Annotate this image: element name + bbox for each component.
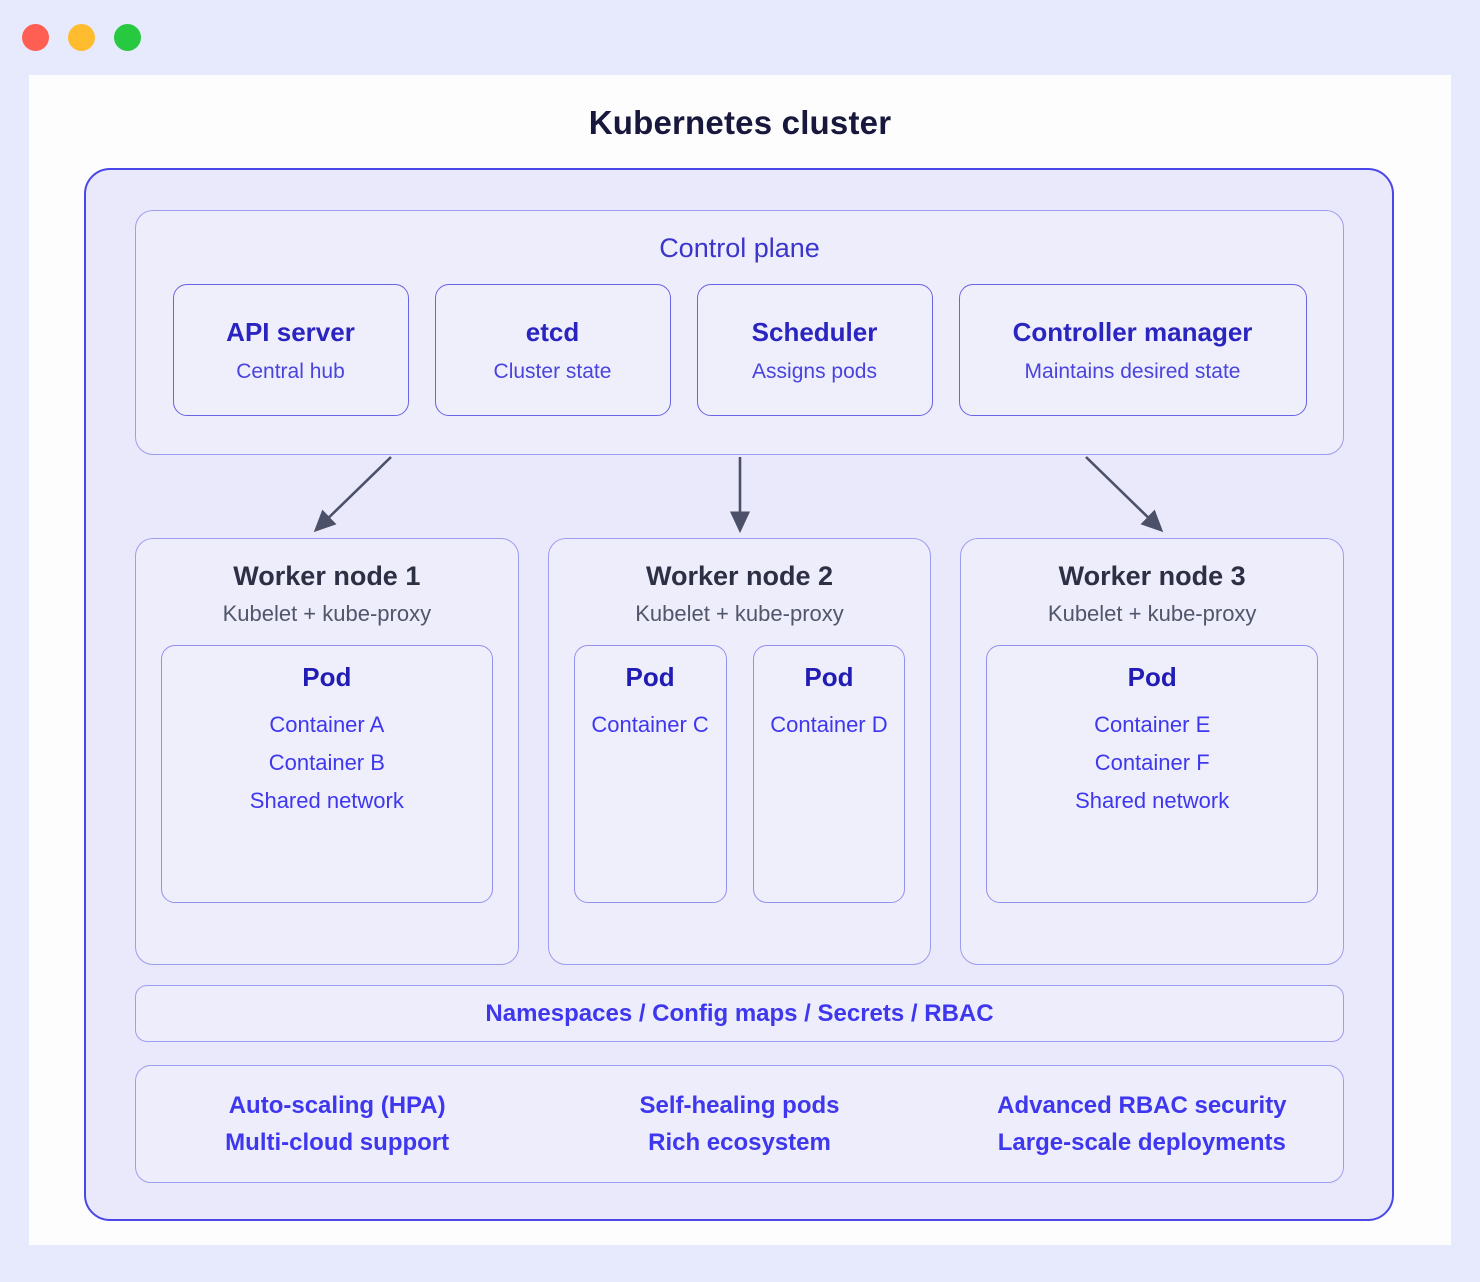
- worker-node-subtitle: Kubelet + kube-proxy: [635, 601, 844, 626]
- worker-node-title: Worker node 1: [233, 561, 421, 591]
- diagram-canvas: Kubernetes cluster Control plane API: [29, 75, 1451, 1245]
- component-description: Cluster state: [493, 359, 612, 383]
- pod-line: Shared network: [249, 788, 404, 813]
- control-plane-components: API server Central hub etcd Cluster stat…: [136, 284, 1343, 416]
- worker-node-2[interactable]: Worker node 2 Kubelet + kube-proxy Pod C…: [547, 538, 932, 965]
- pods-container: Pod Container C Pod Container D: [549, 645, 931, 903]
- cluster-resources-strip: Namespaces / Config maps / Secrets / RBA…: [135, 985, 1344, 1042]
- worker-node-title: Worker node 3: [1058, 561, 1246, 591]
- pods-container: Pod Container A Container B Shared netwo…: [136, 645, 518, 903]
- feature-item: Self-healing pods: [639, 1091, 840, 1119]
- close-window-dot[interactable]: [22, 24, 49, 51]
- pod-line: Container C: [591, 712, 709, 737]
- pod-line: Container B: [268, 750, 385, 775]
- pods-container: Pod Container E Container F Shared netwo…: [961, 645, 1343, 903]
- pod-line: Container D: [770, 712, 888, 737]
- component-name: Scheduler: [751, 316, 878, 347]
- feature-item: Rich ecosystem: [648, 1128, 831, 1156]
- component-name: Controller manager: [1012, 316, 1253, 347]
- component-name: etcd: [525, 316, 580, 347]
- component-description: Maintains desired state: [1024, 359, 1241, 383]
- worker-node-1[interactable]: Worker node 1 Kubelet + kube-proxy Pod C…: [135, 538, 519, 965]
- control-plane-panel: Control plane API server Central hub etc…: [135, 210, 1344, 455]
- worker-node-subtitle: Kubelet + kube-proxy: [1047, 601, 1257, 626]
- pod-box[interactable]: Pod Container A Container B Shared netwo…: [161, 645, 493, 903]
- kubernetes-cluster-box: Control plane API server Central hub etc…: [84, 168, 1394, 1221]
- pod-box[interactable]: Pod Container C: [573, 645, 727, 903]
- feature-item: Advanced RBAC security: [997, 1091, 1287, 1119]
- pod-line: Container A: [269, 712, 385, 737]
- feature-item: Auto-scaling (HPA): [228, 1091, 446, 1119]
- worker-node-3[interactable]: Worker node 3 Kubelet + kube-proxy Pod C…: [960, 538, 1345, 965]
- pod-line: Container F: [1094, 750, 1210, 775]
- cluster-features-panel: Auto-scaling (HPA) Multi-cloud support S…: [135, 1065, 1344, 1183]
- component-description: Assigns pods: [752, 359, 877, 383]
- pod-box[interactable]: Pod Container D: [752, 645, 906, 903]
- component-card-scheduler[interactable]: Scheduler Assigns pods: [696, 284, 933, 416]
- feature-item: Large-scale deployments: [997, 1128, 1286, 1156]
- maximize-window-dot[interactable]: [114, 24, 141, 51]
- component-card-controller-manager[interactable]: Controller manager Maintains desired sta…: [958, 284, 1307, 416]
- component-name: API server: [226, 316, 355, 347]
- cluster-resources-label: Namespaces / Config maps / Secrets / RBA…: [485, 999, 994, 1027]
- window-titlebar: [0, 0, 1480, 75]
- feature-column-1: Auto-scaling (HPA) Multi-cloud support: [136, 1092, 538, 1157]
- page-title: Kubernetes cluster: [588, 104, 892, 141]
- pod-box[interactable]: Pod Container E Container F Shared netwo…: [986, 645, 1319, 903]
- worker-node-title: Worker node 2: [645, 561, 834, 591]
- pod-title: Pod: [302, 662, 352, 692]
- minimize-window-dot[interactable]: [68, 24, 95, 51]
- pod-line: Container E: [1094, 712, 1211, 737]
- feature-column-3: Advanced RBAC security Large-scale deplo…: [941, 1092, 1343, 1157]
- control-plane-title: Control plane: [659, 233, 820, 263]
- pod-title: Pod: [804, 662, 854, 692]
- component-card-etcd[interactable]: etcd Cluster state: [434, 284, 671, 416]
- pod-title: Pod: [625, 662, 675, 692]
- feature-column-2: Self-healing pods Rich ecosystem: [538, 1092, 940, 1157]
- pod-line: Shared network: [1075, 788, 1230, 813]
- pod-title: Pod: [1127, 662, 1177, 692]
- component-description: Central hub: [236, 359, 345, 383]
- worker-nodes-row: Worker node 1 Kubelet + kube-proxy Pod C…: [135, 538, 1345, 965]
- worker-node-subtitle: Kubelet + kube-proxy: [222, 601, 432, 626]
- component-card-api-server[interactable]: API server Central hub: [172, 284, 409, 416]
- feature-item: Multi-cloud support: [225, 1128, 450, 1156]
